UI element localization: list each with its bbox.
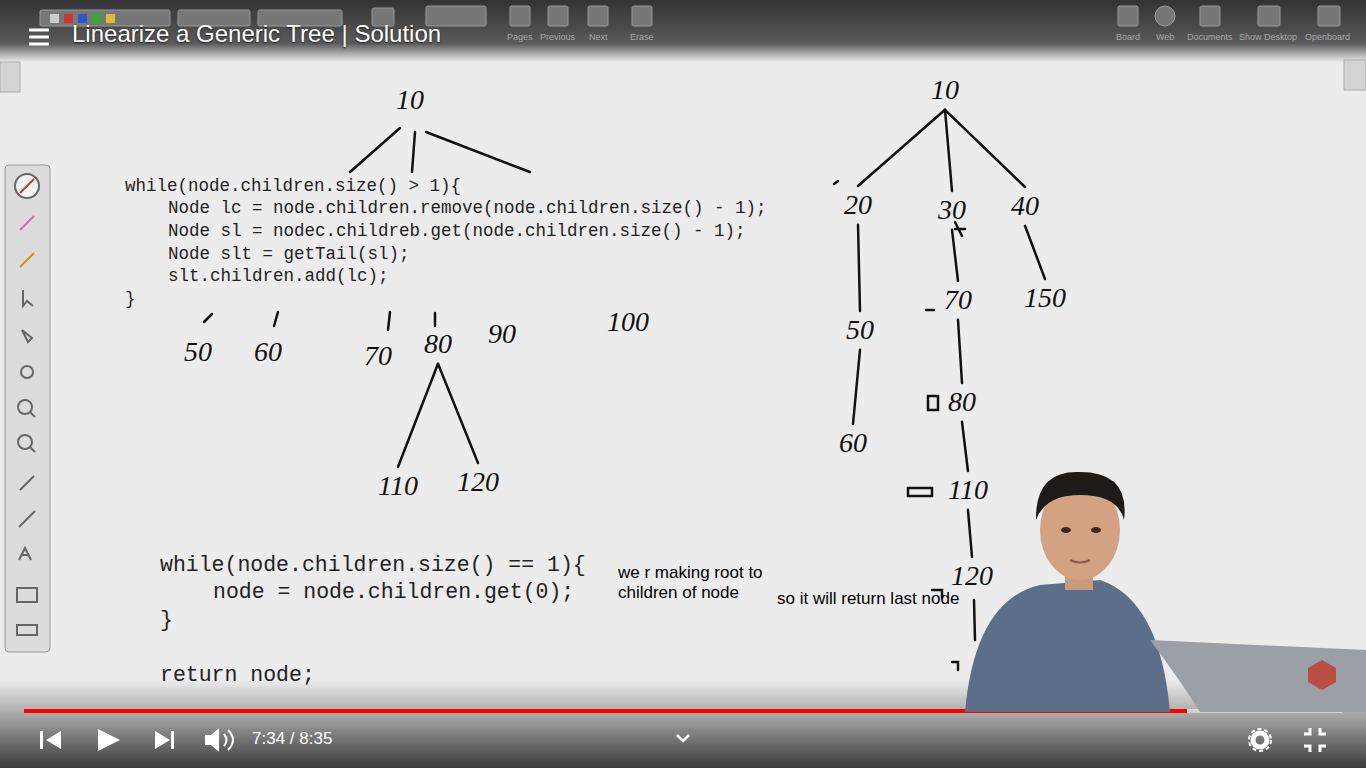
node-value: 80 (948, 386, 976, 417)
tree-edge (962, 422, 968, 471)
code-line: while(node.children.size() == 1){ (160, 553, 586, 577)
code-line: return node; (160, 663, 315, 687)
tree-edge (945, 110, 1025, 187)
tree-node: 110 (374, 469, 422, 504)
tree-edge (952, 230, 958, 281)
note-text: we r making root to children of node (618, 563, 803, 603)
code-line: Node slt = getTail(sl); (168, 244, 410, 264)
tree-edge (858, 225, 860, 311)
node-value: 80 (424, 328, 452, 359)
tree-node: 70 (940, 283, 976, 318)
node-value: 60 (839, 427, 867, 458)
toolbar-label: Board (1116, 32, 1140, 42)
node-value: 60 (254, 336, 282, 367)
tree-edge (438, 364, 478, 463)
code-line: while(node.children.size() > 1){ (125, 176, 461, 196)
tree-node: 50 (180, 335, 216, 370)
code-line: Node lc = node.children.remove(node.chil… (168, 198, 767, 218)
note-text: so it will return last node (777, 589, 959, 609)
node-value: 10 (931, 74, 959, 105)
tree-edge (858, 110, 945, 186)
node-value: 50 (846, 314, 874, 345)
node-value: 110 (378, 470, 418, 501)
toolbar-label: Next (589, 32, 608, 42)
tree-node: 40 (1007, 189, 1043, 224)
tree-edge (398, 364, 438, 467)
tree-node: 10 (927, 73, 963, 108)
video-title: Linearize a Generic Tree | Solution (72, 20, 441, 48)
tree-node: 70 (360, 339, 396, 374)
tree-node: 80 (944, 385, 980, 420)
tree-edge (853, 350, 860, 424)
code-line: } (160, 608, 173, 632)
tree-edge (1025, 226, 1045, 279)
tree-node: 60 (835, 426, 871, 461)
node-value: 90 (488, 318, 516, 349)
node-value: 100 (607, 306, 649, 337)
code-line: slt.children.add(lc); (168, 266, 389, 286)
toolbar-label: Erase (630, 32, 654, 42)
toolbar-label: Show Desktop (1239, 32, 1297, 42)
node-value: 110 (948, 474, 988, 505)
tree-node: 90 (484, 317, 520, 352)
tree-node: 150 (1020, 281, 1070, 316)
node-value: 70 (364, 340, 392, 371)
node-value: 120 (457, 466, 499, 497)
node-value: 150 (1024, 282, 1066, 313)
tree-node: 120 (947, 559, 997, 594)
node-value: 50 (184, 336, 212, 367)
tree-node: 120 (453, 465, 503, 500)
tree-node: 10 (392, 83, 428, 118)
toolbar-label: Openboard (1305, 32, 1350, 42)
toolbar-label: Previous (540, 32, 575, 42)
node-value: 70 (944, 284, 972, 315)
tree-edge (945, 110, 952, 191)
tree-edge (958, 320, 962, 383)
tree-node: 100 (603, 305, 653, 340)
tree-node: 60 (250, 335, 286, 370)
tree-node: 110 (944, 473, 992, 508)
toolbar-label: Pages (507, 32, 533, 42)
time-display: 7:34 / 8:35 (252, 729, 332, 749)
toolbar-label: Documents (1187, 32, 1233, 42)
tree-edge (968, 510, 972, 557)
tree-node: 20 (840, 188, 876, 223)
node-value: 30 (938, 194, 966, 225)
node-value: 40 (1011, 190, 1039, 221)
code-line: node = node.children.get(0); (213, 580, 574, 604)
node-value: 120 (951, 560, 993, 591)
tree-node: 30 (934, 193, 970, 228)
node-value: 20 (844, 189, 872, 220)
toolbar-label: Web (1156, 32, 1174, 42)
node-value: 10 (396, 84, 424, 115)
code-line: } (125, 289, 136, 309)
tree-node: 80 (420, 327, 456, 362)
tree-node: 50 (842, 313, 878, 348)
code-line: Node sl = nodec.childreb.get(node.childr… (168, 221, 746, 241)
